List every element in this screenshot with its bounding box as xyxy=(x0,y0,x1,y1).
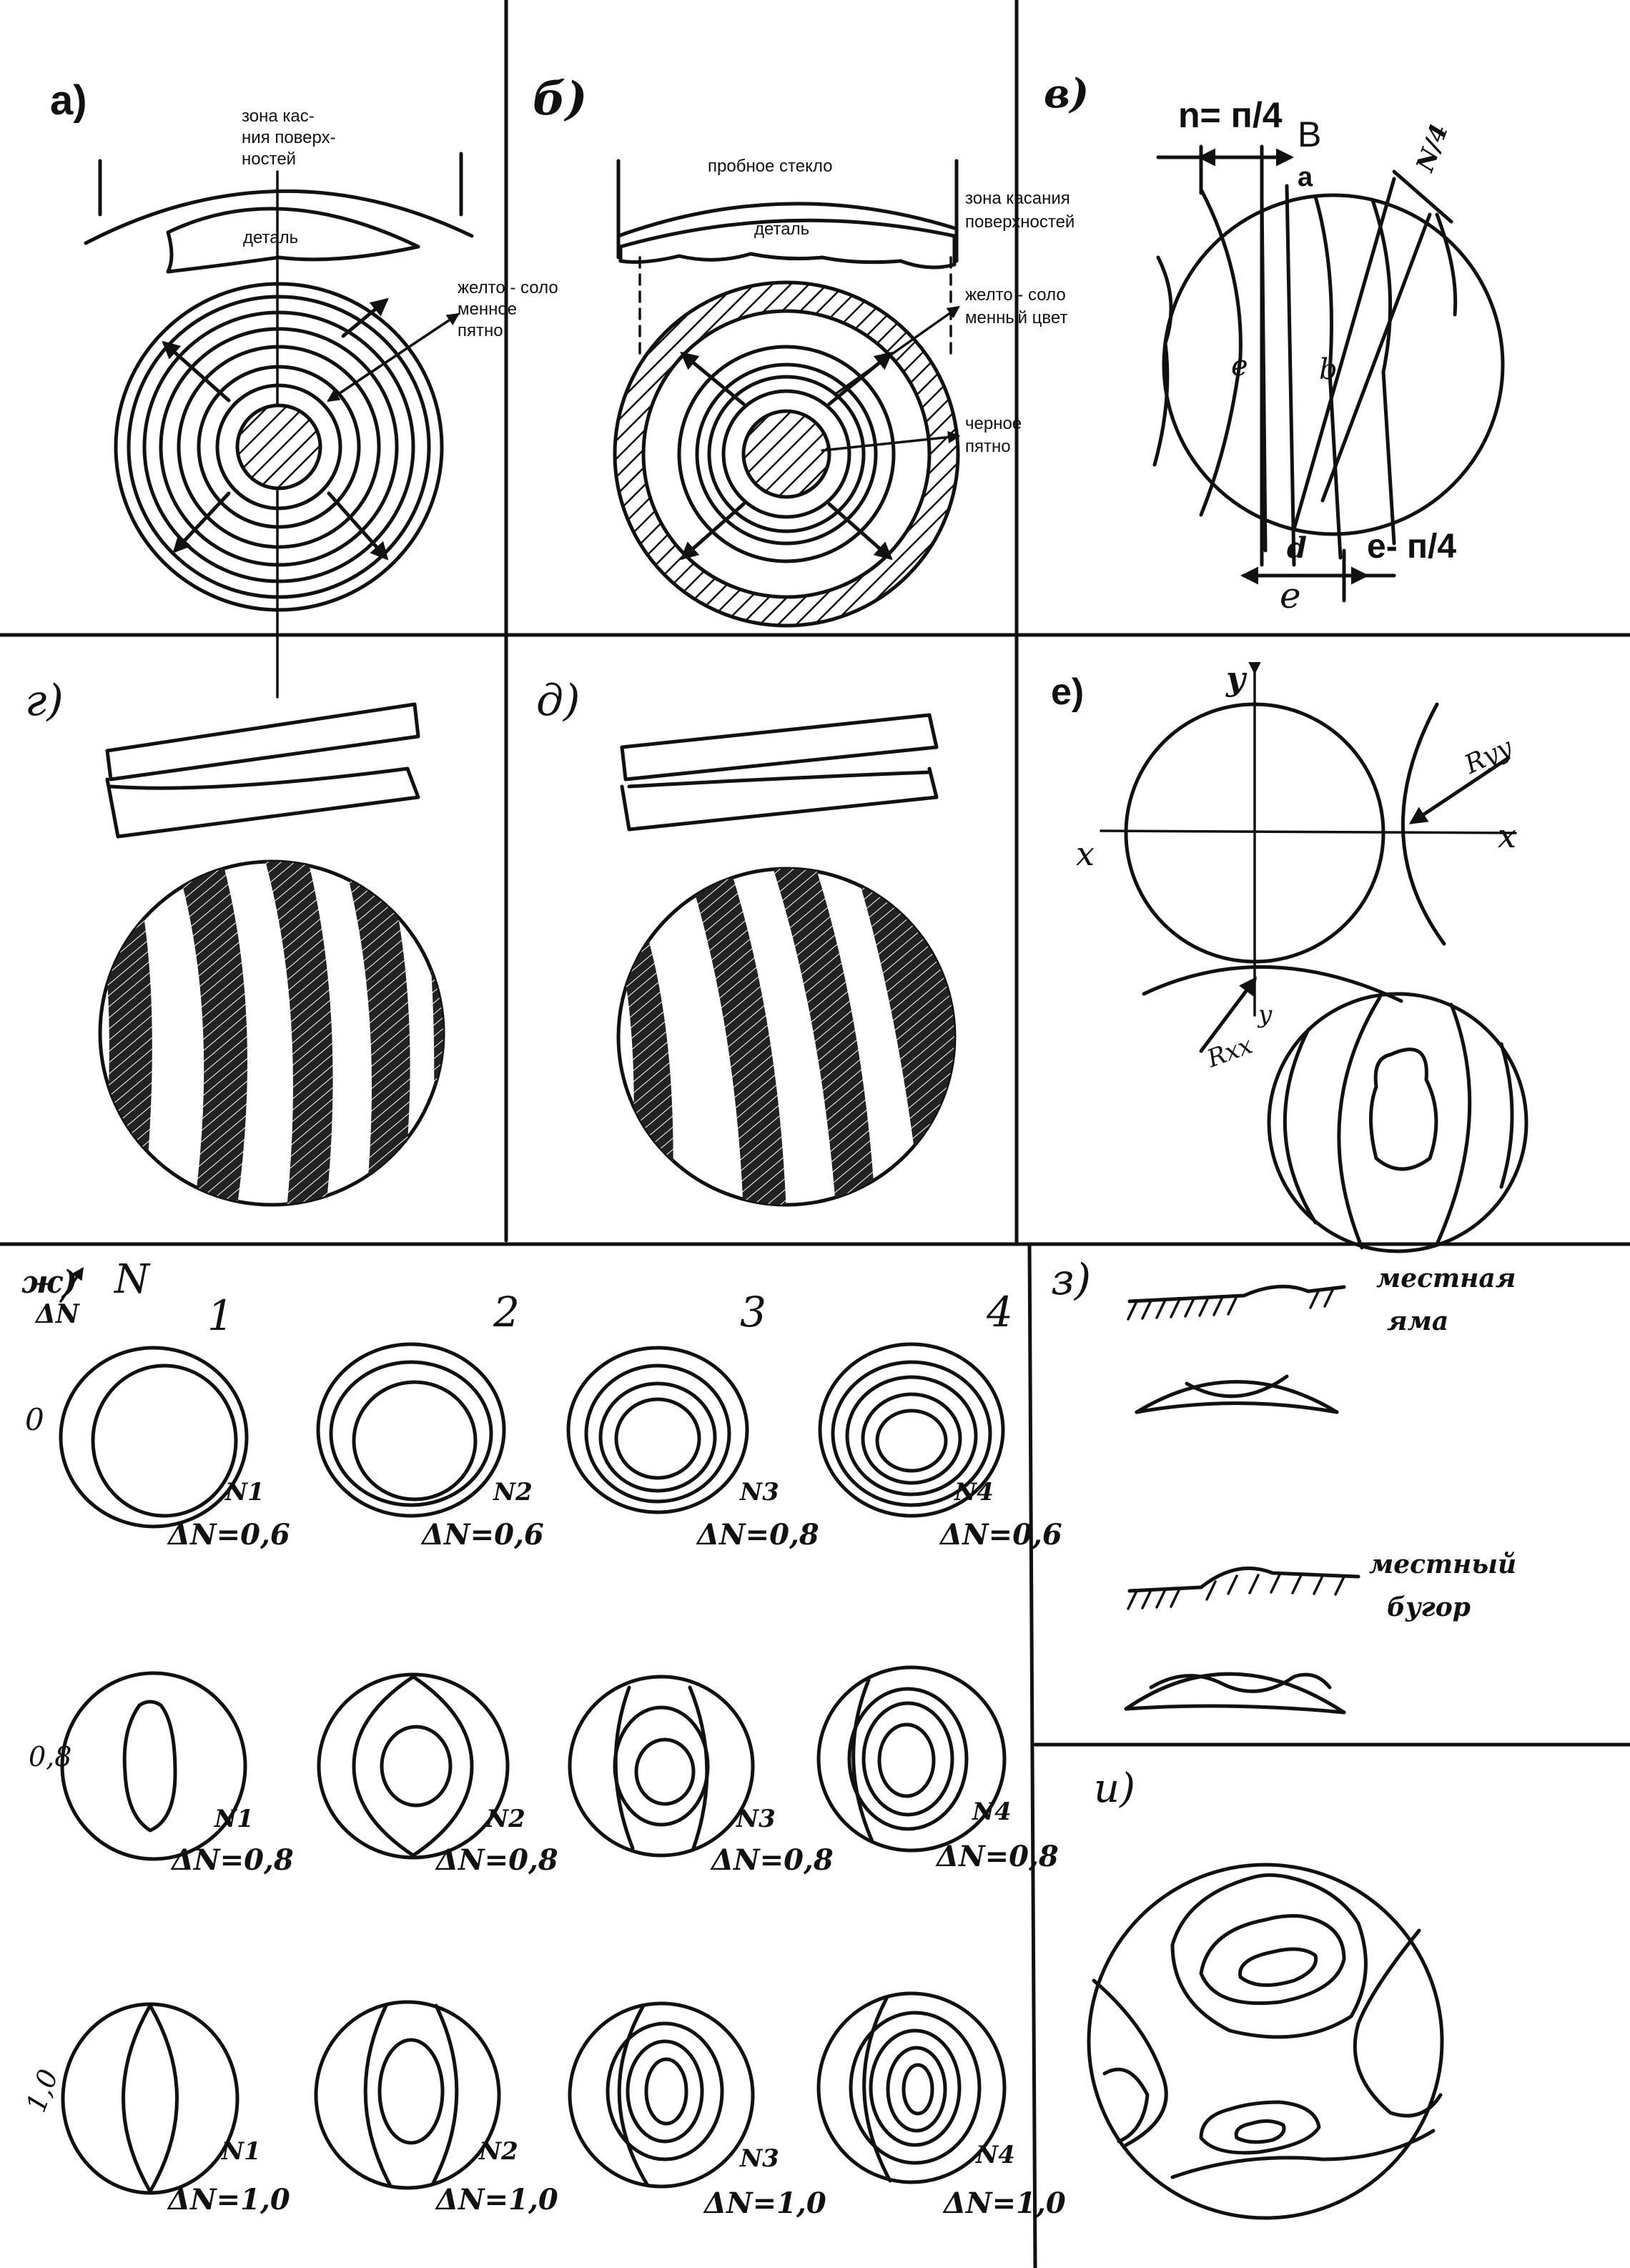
panel-zh-row-2: 1,0 xyxy=(20,2065,64,2116)
panel-z-bump-line2: бугор xyxy=(1387,1592,1471,1622)
panel-zh-col-4: 4 xyxy=(986,1288,1013,1336)
panel-v-d-mark: d xyxy=(1287,531,1307,565)
panel-d: д) xyxy=(536,676,957,1207)
panel-a-rings xyxy=(114,282,444,612)
zh-r1-c2-n: N2 xyxy=(485,1805,525,1833)
panel-e-label: е) xyxy=(1051,671,1084,713)
zh-r2-c4-dn: ΔN=1,0 xyxy=(942,2186,1066,2220)
panel-zh-label: ж) xyxy=(21,1264,77,1301)
zh-r0-c2-dn: ΔN=0,6 xyxy=(420,1518,544,1552)
zh-r1-c4-dn: ΔN=0,8 xyxy=(935,1840,1059,1873)
panel-v-label: в) xyxy=(1044,70,1089,117)
zh-r2-c1-dn: ΔN=1,0 xyxy=(167,2183,290,2217)
panel-a-zone-line3: ностей xyxy=(242,149,296,169)
panel-v-fringes xyxy=(1152,177,1458,567)
panel-b: б) пробное стекло зона касания поверхнос… xyxy=(533,72,1075,628)
panel-a-spot-line3: пятно xyxy=(458,321,503,340)
panel-b-zone-line2: поверхностей xyxy=(965,212,1075,232)
zh-r1-c1-dn: ΔN=0,8 xyxy=(170,1843,294,1877)
panel-z-pit-line2: яма xyxy=(1387,1306,1448,1336)
panel-v-B: В xyxy=(1298,114,1321,154)
panel-a-spot-line2: менное xyxy=(458,300,517,319)
panel-zh-col-2: 2 xyxy=(493,1288,520,1336)
zh-row2-patterns xyxy=(61,1991,1007,2195)
panel-b-label: б) xyxy=(533,72,588,126)
panel-b-black-line2: пятно xyxy=(965,437,1011,456)
panel-a: а) зона кас- ния поверх- ностей деталь ж… xyxy=(50,77,558,699)
zh-r1-c3-dn: ΔN=0,8 xyxy=(710,1843,834,1877)
panel-a-part-label: деталь xyxy=(243,228,298,247)
panel-zh-dN: ΔN xyxy=(34,1299,81,1329)
panel-b-black-line1: черное xyxy=(965,414,1022,433)
zh-r1-c4-n: N4 xyxy=(972,1798,1012,1826)
panel-a-zone-line1: зона кас- xyxy=(242,107,315,126)
panel-e-x-right: х xyxy=(1498,817,1516,855)
panel-a-label: а) xyxy=(50,77,87,124)
panel-v-bottom-formula: е- п/4 xyxy=(1367,528,1456,566)
zh-r1-c3-n: N3 xyxy=(736,1805,776,1833)
panel-a-zone-line2: ния поверх- xyxy=(242,128,336,147)
zh-row1-patterns xyxy=(60,1665,1007,1861)
zh-r1-c2-dn: ΔN=0,8 xyxy=(435,1843,558,1877)
zh-r0-c1-n: N1 xyxy=(224,1478,265,1507)
panel-v-quarter: N/4 xyxy=(1411,121,1454,177)
zh-row0-patterns xyxy=(59,1342,1005,1529)
zh-r2-c2-dn: ΔN=1,0 xyxy=(435,2183,558,2217)
zh-r0-c4-dn: ΔN=0,6 xyxy=(939,1518,1062,1552)
panel-i-contours xyxy=(1092,1873,1443,2179)
zh-r2-c2-n: N2 xyxy=(478,2137,518,2166)
zh-r1-c1-n: N1 xyxy=(214,1805,254,1833)
zh-r0-c3-n: N3 xyxy=(739,1478,779,1507)
panel-v-a: а xyxy=(1298,162,1313,192)
zh-r2-c1-n: N1 xyxy=(221,2137,261,2166)
panel-i: и) xyxy=(1087,1765,1444,2220)
panel-b-glass-label: пробное стекло xyxy=(708,157,833,176)
panel-zh-row-0: 0 xyxy=(25,1402,44,1437)
panel-g-label: г) xyxy=(25,676,64,726)
panel-zh-col-3: 3 xyxy=(740,1288,766,1336)
panel-v-e-mark: е xyxy=(1231,350,1248,383)
panel-zh-col-1: 1 xyxy=(207,1291,234,1340)
panel-v: в) n= п/4 В а N/4 е b d е- п/4 е xyxy=(1044,70,1505,616)
panel-b-part-label: деталь xyxy=(754,220,809,239)
panel-g: г) xyxy=(25,676,445,1207)
zh-r0-c3-dn: ΔN=0,8 xyxy=(696,1518,819,1552)
panel-i-label: и) xyxy=(1094,1765,1135,1812)
panel-d-label: д) xyxy=(536,676,580,726)
panel-z-bump-line1: местный xyxy=(1369,1549,1516,1579)
panel-v-top-formula: n= п/4 xyxy=(1178,95,1283,135)
panel-z-pit-line1: местная xyxy=(1376,1263,1516,1293)
panel-b-zone-line1: зона касания xyxy=(965,189,1070,208)
zh-r2-c3-n: N3 xyxy=(739,2144,779,2173)
zh-r0-c2-n: N2 xyxy=(493,1478,533,1507)
panel-a-spot-line1: желто - соло xyxy=(458,278,558,297)
panel-e-x-left: х xyxy=(1076,834,1095,873)
panel-e: е) у х х Rуу Rхх у xyxy=(1051,659,1528,1253)
zh-r0-c1-dn: ΔN=0,6 xyxy=(167,1518,290,1552)
panel-z: з) местная яма местный бугор xyxy=(1051,1255,1516,1715)
panel-zh-N: N xyxy=(113,1256,151,1303)
panel-e-y-bottom: у xyxy=(1257,1000,1273,1029)
panel-b-color-line2: менный цвет xyxy=(965,308,1067,327)
panel-g-stripes xyxy=(100,862,443,1205)
zh-r0-c4-n: N4 xyxy=(954,1478,994,1507)
panel-v-e-bottom: е xyxy=(1280,575,1301,616)
panel-e-y: у xyxy=(1225,659,1248,698)
panel-v-b-mark: b xyxy=(1319,353,1338,386)
zh-r2-c4-n: N4 xyxy=(975,2141,1015,2169)
panel-z-label: з) xyxy=(1051,1255,1091,1305)
panel-b-color-line1: желто - соло xyxy=(965,285,1066,305)
panel-zh: ж) N ΔN 1 2 3 4 0 0,8 1,0 xyxy=(20,1256,1066,2220)
panel-b-rings xyxy=(613,280,960,628)
zh-r2-c3-dn: ΔN=1,0 xyxy=(703,2186,826,2220)
